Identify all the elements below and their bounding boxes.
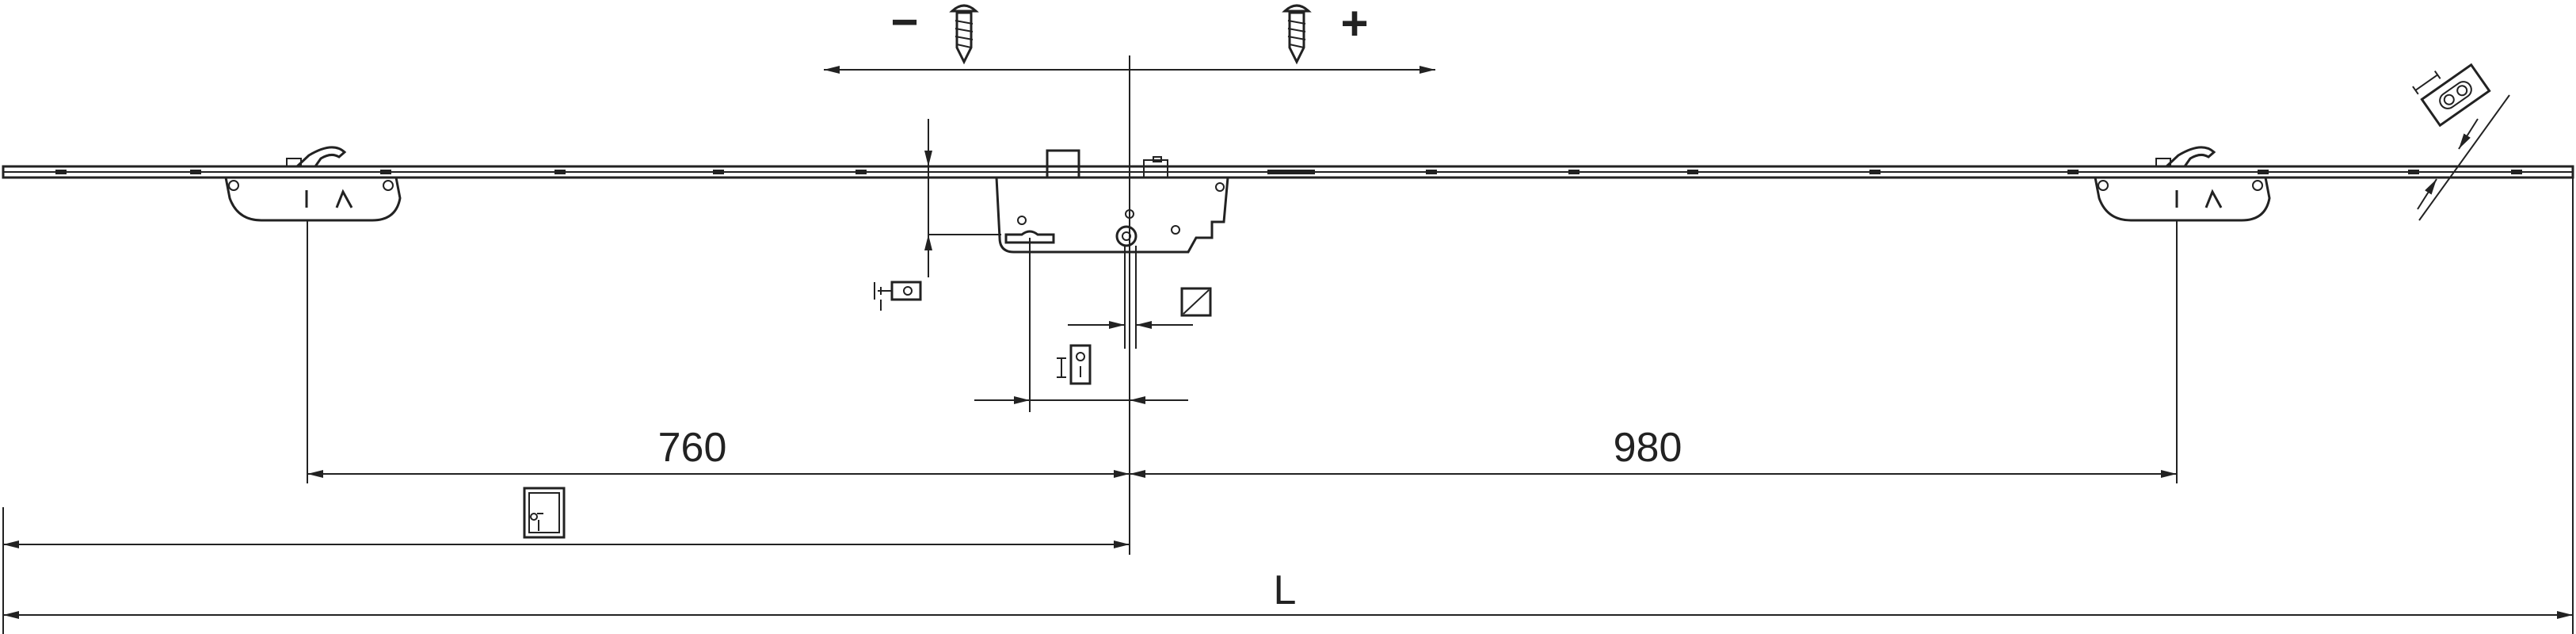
lock-faceplate-bar [2,165,2574,179]
screw-icon [1282,4,1312,65]
total-length-dimension: L [3,178,2574,634]
spindle-square-icon [1180,287,1212,317]
handle-height-dimension [2,487,1130,634]
adjustment-indicator: − + [824,0,1435,74]
cylinder-spindle-icon [1057,344,1092,385]
dimension-760: 760 [658,425,727,471]
faceplate-width-icon [2412,63,2491,128]
faceplate-width-dimension [2412,63,2510,221]
dimension-980: 980 [1614,425,1682,471]
door-handle-height-icon [523,487,566,539]
screw-icon [949,4,979,65]
hook-distance-dimensions: 760 980 [307,220,2178,483]
right-hook-lock [2094,146,2271,222]
cylinder-spindle-dimension [974,238,1188,412]
backset-dimension [874,119,1001,311]
faceplate-slots [55,170,2522,174]
dimension-total-length: L [1274,567,1297,613]
spindle-square-dimension [1068,246,1212,349]
plus-sign: + [1340,0,1368,50]
left-hook-lock [224,146,402,222]
minus-sign: − [890,0,918,48]
backset-icon [874,281,922,311]
